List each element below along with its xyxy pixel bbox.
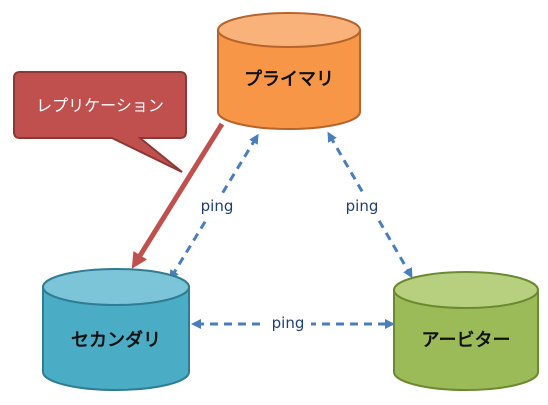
ping-label-bg-bottom [265,312,311,334]
arbiter-label: アービター [422,330,511,351]
ping-label-left: ping [201,197,234,215]
secondary-label: セカンダリ [71,329,161,351]
primary-node: プライマリ [217,12,361,130]
secondary-node: セカンダリ [42,268,190,391]
primary-label: プライマリ [244,68,334,90]
ping-label-bg-left [196,195,238,217]
ping-label-bottom: ping [272,314,305,332]
arbiter-node: アービター [393,271,539,391]
ping-label-right: ping [346,197,379,215]
ping-label-bg-right [341,195,383,217]
replication-callout: レプリケーション [13,71,187,173]
ping-arrow-primary-arbiter [327,131,413,279]
replication-callout-label: レプリケーション [36,96,164,115]
